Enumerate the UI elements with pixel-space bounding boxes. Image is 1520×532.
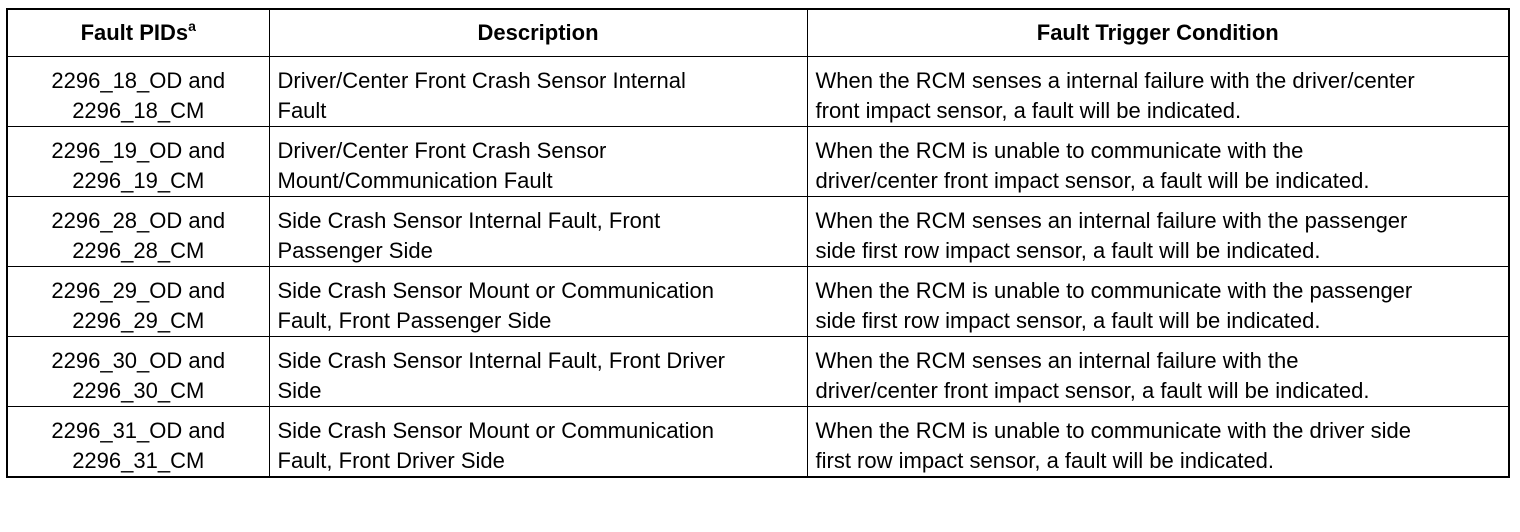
condition-text: When the RCM is unable to communicate wi…	[815, 138, 1304, 163]
pid-text: 2296_31_OD and	[51, 418, 226, 443]
pid-text: 2296_30_OD and	[51, 348, 226, 373]
condition-text: When the RCM senses an internal failure …	[815, 208, 1408, 233]
description-text: Fault, Front Passenger Side	[277, 308, 552, 333]
description-text: Fault	[277, 98, 327, 123]
description-text: Side Crash Sensor Mount or Communication	[277, 418, 715, 443]
header-description: Description	[268, 8, 808, 57]
pid-cell: 2296_29_OD and 2296_29_CM	[6, 266, 270, 337]
pid-text: 2296_29_OD and	[51, 278, 226, 303]
pid-text: 2296_28_CM	[72, 238, 205, 263]
condition-text: side first row impact sensor, a fault wi…	[815, 238, 1321, 263]
header-row: Fault PIDsa Description Fault Trigger Co…	[6, 8, 1510, 57]
description-text: Side Crash Sensor Internal Fault, Front	[277, 208, 661, 233]
table-row: 2296_31_OD and 2296_31_CM Side Crash Sen…	[6, 406, 1510, 478]
header-fault-pids-label: Fault PIDs	[80, 20, 189, 45]
description-text: Driver/Center Front Crash Sensor Interna…	[277, 68, 686, 93]
header-fault-pids: Fault PIDsa	[6, 8, 270, 57]
condition-cell: When the RCM senses an internal failure …	[806, 196, 1510, 267]
condition-text: When the RCM senses an internal failure …	[815, 348, 1299, 373]
pid-cell: 2296_28_OD and 2296_28_CM	[6, 196, 270, 267]
table-row: 2296_18_OD and 2296_18_CM Driver/Center …	[6, 56, 1510, 127]
pid-cell: 2296_31_OD and 2296_31_CM	[6, 406, 270, 478]
description-cell: Side Crash Sensor Mount or Communication…	[268, 406, 808, 478]
description-text: Mount/Communication Fault	[277, 168, 553, 193]
header-fault-trigger-condition: Fault Trigger Condition	[806, 8, 1510, 57]
condition-cell: When the RCM senses a internal failure w…	[806, 56, 1510, 127]
condition-text: first row impact sensor, a fault will be…	[815, 448, 1275, 473]
pid-cell: 2296_18_OD and 2296_18_CM	[6, 56, 270, 127]
pid-text: 2296_19_CM	[72, 168, 205, 193]
pid-cell: 2296_30_OD and 2296_30_CM	[6, 336, 270, 407]
table-body: 2296_18_OD and 2296_18_CM Driver/Center …	[6, 56, 1510, 478]
pid-cell: 2296_19_OD and 2296_19_CM	[6, 126, 270, 197]
table-row: 2296_30_OD and 2296_30_CM Side Crash Sen…	[6, 336, 1510, 407]
pid-text: 2296_19_OD and	[51, 138, 226, 163]
condition-text: side first row impact sensor, a fault wi…	[815, 308, 1321, 333]
pid-text: 2296_31_CM	[72, 448, 205, 473]
condition-cell: When the RCM senses an internal failure …	[806, 336, 1510, 407]
pid-text: 2296_28_OD and	[51, 208, 226, 233]
pid-text: 2296_30_CM	[72, 378, 205, 403]
condition-text: When the RCM senses a internal failure w…	[815, 68, 1415, 93]
description-text: Side Crash Sensor Mount or Communication	[277, 278, 715, 303]
condition-text: front impact sensor, a fault will be ind…	[815, 98, 1242, 123]
description-text: Fault, Front Driver Side	[277, 448, 505, 473]
description-cell: Side Crash Sensor Internal Fault, Front …	[268, 196, 808, 267]
pid-text: 2296_29_CM	[72, 308, 205, 333]
condition-text: When the RCM is unable to communicate wi…	[815, 278, 1413, 303]
pid-text: 2296_18_CM	[72, 98, 205, 123]
condition-cell: When the RCM is unable to communicate wi…	[806, 266, 1510, 337]
condition-cell: When the RCM is unable to communicate wi…	[806, 126, 1510, 197]
table-row: 2296_28_OD and 2296_28_CM Side Crash Sen…	[6, 196, 1510, 267]
condition-text: driver/center front impact sensor, a fau…	[815, 168, 1370, 193]
description-text: Side Crash Sensor Internal Fault, Front …	[277, 348, 726, 373]
condition-text: When the RCM is unable to communicate wi…	[815, 418, 1411, 443]
description-cell: Driver/Center Front Crash Sensor Mount/C…	[268, 126, 808, 197]
condition-cell: When the RCM is unable to communicate wi…	[806, 406, 1510, 478]
description-text: Passenger Side	[277, 238, 433, 263]
footnote-marker: a	[188, 18, 196, 34]
fault-pid-table: Fault PIDsa Description Fault Trigger Co…	[6, 8, 1510, 478]
table-row: 2296_29_OD and 2296_29_CM Side Crash Sen…	[6, 266, 1510, 337]
description-cell: Side Crash Sensor Mount or Communication…	[268, 266, 808, 337]
table-header: Fault PIDsa Description Fault Trigger Co…	[6, 8, 1510, 57]
table-row: 2296_19_OD and 2296_19_CM Driver/Center …	[6, 126, 1510, 197]
description-cell: Driver/Center Front Crash Sensor Interna…	[268, 56, 808, 127]
description-cell: Side Crash Sensor Internal Fault, Front …	[268, 336, 808, 407]
pid-text: 2296_18_OD and	[51, 68, 226, 93]
condition-text: driver/center front impact sensor, a fau…	[815, 378, 1370, 403]
description-text: Side	[277, 378, 322, 403]
description-text: Driver/Center Front Crash Sensor	[277, 138, 607, 163]
